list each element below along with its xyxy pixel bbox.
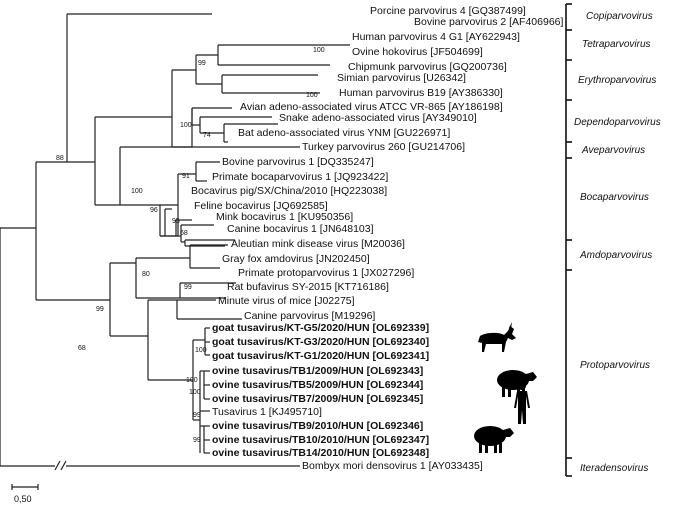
leaf-labels: Porcine parvovirus 4 [GQ387499] Bovine p… (191, 5, 564, 472)
bootstrap-value: 100 (186, 377, 198, 384)
genus-label: Aveparvovirus (581, 145, 645, 156)
bootstrap-value: 99 (198, 60, 206, 67)
leaf-label-bold: goat tusavirus/KT-G1/2020/HUN [OL692341] (212, 350, 429, 362)
leaf-label: Porcine parvovirus 4 [GQ387499] (370, 5, 526, 17)
leaf-label-bold: goat tusavirus/KT-G3/2020/HUN [OL692340] (212, 336, 429, 348)
bootstrap-value: 96 (150, 207, 158, 214)
goat-icon (478, 322, 516, 352)
bootstrap-value: 100 (306, 92, 318, 99)
bootstrap-value: 80 (142, 271, 150, 278)
bootstrap-value: 99 (184, 284, 192, 291)
leaf-label: Bovine parvovirus 2 [AF406966] (414, 16, 564, 28)
leaf-label: Primate protoparvovirus 1 [JX027296] (238, 267, 414, 279)
leaf-label: Primate bocaparvovirus 1 [JQ923422] (212, 171, 388, 183)
bootstrap-value: 100 (131, 188, 143, 195)
leaf-label: Canine parvovirus [M19296] (244, 310, 375, 322)
bootstrap-values: 100 100 99 100 74 88 91 100 96 95 68 80 … (56, 47, 325, 444)
genus-label: Bocaparvovirus (580, 192, 649, 203)
scale-bar-label: 0,50 (14, 494, 32, 504)
leaf-label-bold: goat tusavirus/KT-G5/2020/HUN [OL692339] (212, 322, 429, 334)
bootstrap-value: 95 (172, 218, 180, 225)
leaf-label-bold: ovine tusavirus/TB9/2010/HUN [OL692346] (212, 420, 423, 432)
bootstrap-value: 99 (96, 306, 104, 313)
genus-label: Amdoparvovirus (579, 250, 652, 261)
leaf-label: Bombyx mori densovirus 1 [AY033435] (302, 460, 483, 472)
genus-label: Copiparvovirus (586, 11, 653, 22)
leaf-label: Rat bufavirus SY-2015 [KT716186] (227, 281, 389, 293)
leaf-label-bold: ovine tusavirus/TB7/2009/HUN [OL692345] (212, 393, 423, 405)
leaf-label: Bovine parvovirus 1 [DQ335247] (222, 156, 374, 168)
leaf-label: Human parvovirus B19 [AY386330] (339, 87, 503, 99)
bootstrap-value: 91 (182, 173, 190, 180)
leaf-label: Minute virus of mice [J02275] (218, 295, 355, 307)
human-icon (514, 382, 530, 424)
leaf-label-bold: ovine tusavirus/TB1/2009/HUN [OL692343] (212, 365, 423, 377)
bootstrap-value: 99 (193, 437, 201, 444)
bootstrap-value: 74 (203, 132, 211, 139)
bootstrap-value: 100 (313, 47, 325, 54)
leaf-label: Bat adeno-associated virus YNM [GU226971… (238, 127, 450, 139)
leaf-label: Turkey parvovirus 260 [GU214706] (302, 141, 465, 153)
bootstrap-value: 88 (56, 155, 64, 162)
leaf-label: Snake adeno-associated virus [AY349010] (279, 112, 477, 124)
genus-brackets: Copiparvovirus Tetraparvovirus Erythropa… (565, 3, 661, 477)
bootstrap-value: 100 (189, 389, 201, 396)
bootstrap-value: 100 (195, 347, 207, 354)
genus-label: Iteradensovirus (580, 463, 648, 474)
leaf-label-bold: ovine tusavirus/TB5/2009/HUN [OL692344] (212, 379, 423, 391)
sheep-icon (474, 426, 514, 453)
leaf-label: Mink bocavirus 1 [KU950356] (216, 211, 353, 223)
bootstrap-value: 68 (78, 345, 86, 352)
leaf-label: Bocavirus pig/SX/China/2010 [HQ223038] (191, 185, 387, 197)
leaf-label: Ovine hokovirus [JF504699] (352, 46, 483, 58)
genus-label: Protoparvovirus (580, 360, 650, 371)
leaf-label: Chipmunk parvovirus [GQ200736] (348, 61, 507, 73)
genus-label: Erythroparvovirus (578, 75, 656, 86)
leaf-label: Simian parvovirus [U26342] (337, 72, 466, 84)
host-silhouettes (474, 322, 537, 453)
bootstrap-value: 99 (193, 412, 201, 419)
leaf-label: Human parvovirus 4 G1 [AY622943] (352, 31, 520, 43)
genus-label: Dependoparvovirus (574, 117, 661, 128)
leaf-label-bold: ovine tusavirus/TB10/2010/HUN [OL692347] (212, 434, 429, 446)
leaf-label: Canine bocavirus 1 [JN648103] (227, 223, 374, 235)
scale-bar: 0,50 (11, 484, 39, 504)
bootstrap-value: 100 (180, 122, 192, 129)
leaf-label: Aleutian mink disease virus [M20036] (231, 238, 405, 250)
leaf-label-bold: ovine tusavirus/TB14/2010/HUN [OL692348] (212, 447, 429, 459)
bootstrap-value: 68 (180, 230, 188, 237)
genus-label: Tetraparvovirus (582, 39, 651, 50)
tree-branches (0, 13, 350, 471)
leaf-label: Feline bocavirus [JQ692585] (194, 200, 328, 212)
leaf-label: Gray fox amdovirus [JN202450] (222, 253, 370, 265)
leaf-label: Avian adeno-associated virus ATCC VR-865… (240, 101, 503, 113)
leaf-label: Tusavirus 1 [KJ495710] (212, 406, 322, 418)
